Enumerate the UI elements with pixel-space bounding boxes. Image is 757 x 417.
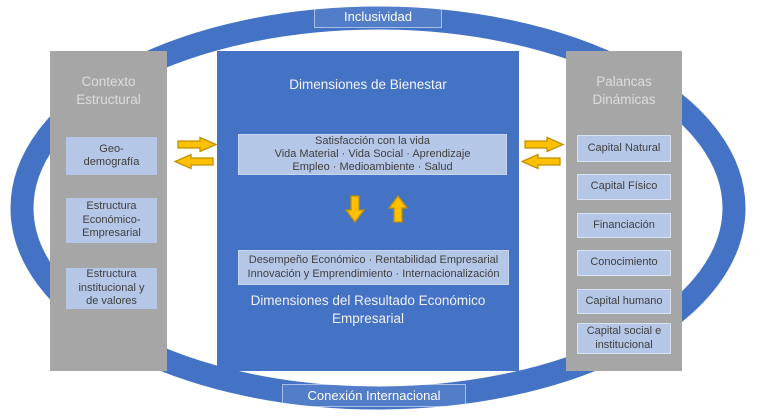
arrow-down-icon (344, 195, 366, 223)
right-panel-item-capital-natural: Capital Natural (577, 135, 671, 162)
arrow-left-icon (174, 153, 214, 170)
left-gap-exchange-arrows (174, 136, 218, 170)
arrow-up-icon (387, 195, 409, 223)
right-gap-exchange-arrows (521, 136, 565, 170)
center-panel: Dimensiones de Bienestar Satisfacción co… (217, 51, 519, 371)
center-panel-title: Dimensiones de Bienestar (289, 77, 447, 92)
ring-top-label: Inclusividad (314, 5, 442, 28)
right-panel-item-conocimiento: Conocimiento (577, 250, 671, 276)
arrow-left-icon (521, 153, 561, 170)
left-panel-item-estructura-economica: Estructura Económico- Empresarial (66, 198, 157, 243)
arrow-right-icon (524, 136, 565, 153)
left-panel-title: Contexto Estructural (76, 74, 141, 107)
center-panel-subtitle: Dimensiones del Resultado Económico Empr… (250, 293, 486, 326)
arrow-right-icon (177, 136, 218, 153)
right-panel-item-capital-humano: Capital humano (577, 289, 671, 314)
ring-bottom-label: Conexión Internacional (282, 384, 466, 407)
vertical-exchange-arrows (344, 195, 409, 223)
right-panel-item-financiacion: Financiación (577, 213, 671, 238)
wellbeing-dimensions-box: Satisfacción con la vida Vida Material ·… (238, 134, 507, 175)
right-panel-title: Palancas Dinámicas (592, 74, 656, 107)
left-panel: Contexto Estructural Geo- demografía Est… (50, 51, 167, 371)
right-panel: Palancas Dinámicas Capital Natural Capit… (566, 51, 682, 371)
economic-results-box: Desempeño Económico · Rentabilidad Empre… (238, 250, 509, 285)
right-panel-item-capital-fisico: Capital Físico (577, 174, 671, 200)
left-panel-item-geodemografia: Geo- demografía (66, 137, 157, 175)
left-panel-item-estructura-institucional: Estructura institucional y de valores (66, 268, 157, 309)
right-panel-item-capital-social: Capital social e institucional (577, 323, 671, 354)
